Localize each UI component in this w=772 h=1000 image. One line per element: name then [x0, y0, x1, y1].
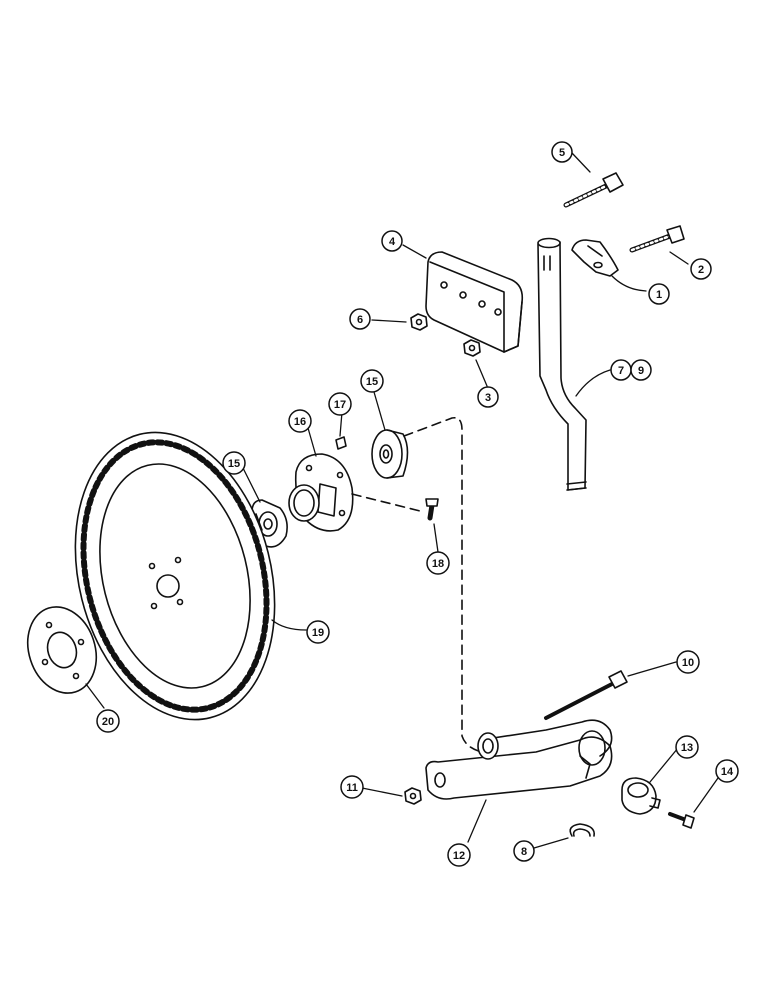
- part-11-nut: [404, 787, 422, 805]
- part-15-bearing-upper: [371, 429, 409, 479]
- leader-lines: [85, 152, 719, 849]
- svg-text:2: 2: [698, 264, 704, 276]
- callout-16: 16: [288, 409, 312, 433]
- part-2-bolt: [629, 225, 685, 253]
- callout-8: 8: [513, 840, 535, 862]
- callout-15-upper: 15: [360, 369, 384, 393]
- svg-text:19: 19: [312, 627, 324, 639]
- svg-text:4: 4: [389, 236, 396, 248]
- callout-12: 12: [447, 843, 471, 867]
- svg-text:18: 18: [432, 558, 444, 570]
- part-18-bolt: [425, 498, 439, 521]
- svg-text:15: 15: [228, 458, 240, 470]
- callout-18: 18: [426, 551, 450, 575]
- callout-4: 4: [381, 230, 403, 252]
- part-3-nut: [463, 339, 481, 357]
- svg-text:12: 12: [453, 850, 465, 862]
- part-17-grease-fitting: [335, 436, 347, 450]
- svg-text:6: 6: [357, 314, 363, 326]
- svg-text:15: 15: [366, 376, 378, 388]
- callout-13: 13: [675, 735, 699, 759]
- part-1-clamp: [571, 239, 619, 277]
- svg-text:13: 13: [681, 742, 693, 754]
- assembly-line: [403, 416, 483, 753]
- svg-text:9: 9: [638, 365, 644, 377]
- part-6-nut: [410, 313, 428, 331]
- part-10-bolt: [544, 670, 628, 720]
- callout-labels: 1 2 3 4 5 6 7 9: [96, 141, 739, 867]
- svg-text:5: 5: [559, 147, 565, 159]
- assembly-line-hub: [351, 493, 425, 513]
- callout-15-lower: 15: [222, 451, 246, 475]
- callout-17: 17: [328, 392, 352, 416]
- svg-text:3: 3: [485, 392, 491, 404]
- part-14-set-screw: [668, 812, 695, 829]
- callout-6: 6: [349, 308, 371, 330]
- svg-text:7: 7: [618, 365, 624, 377]
- callout-7: 7: [610, 359, 632, 381]
- part-19-coulter-disc: [74, 431, 276, 721]
- svg-text:16: 16: [294, 416, 306, 428]
- svg-text:20: 20: [102, 716, 114, 728]
- svg-text:8: 8: [521, 846, 527, 858]
- callout-14: 14: [715, 759, 739, 783]
- svg-text:17: 17: [334, 399, 346, 411]
- part-8-snap-ring: [569, 823, 596, 837]
- svg-text:10: 10: [682, 657, 694, 669]
- callout-5: 5: [551, 141, 573, 163]
- callout-3: 3: [477, 386, 499, 408]
- part-12-arm: [425, 719, 613, 800]
- svg-text:14: 14: [721, 766, 734, 778]
- callout-19: 19: [306, 620, 330, 644]
- part-5-bolt: [563, 172, 624, 208]
- svg-text:1: 1: [656, 289, 662, 301]
- part-7-9-shank: [537, 237, 587, 491]
- callout-20: 20: [96, 709, 120, 733]
- part-13-collar: [621, 777, 661, 815]
- svg-text:11: 11: [346, 782, 358, 794]
- callout-10: 10: [676, 650, 700, 674]
- callout-1: 1: [648, 283, 670, 305]
- callout-9: 9: [630, 359, 652, 381]
- callout-11: 11: [340, 775, 364, 799]
- callout-2: 2: [690, 258, 712, 280]
- part-4-scraper-block: [425, 251, 524, 353]
- part-16-hub: [288, 453, 354, 532]
- part-20-flange-plate: [26, 606, 98, 694]
